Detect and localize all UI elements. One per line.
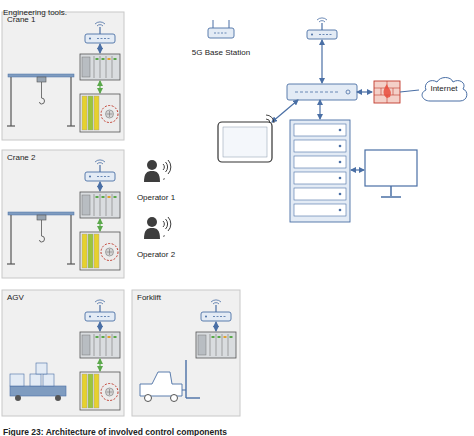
- base-station-icon: [208, 20, 234, 38]
- device-panel: Crane 1: [2, 12, 124, 140]
- forklift-panel-figure: [196, 332, 236, 358]
- firewall-icon: [374, 81, 400, 103]
- crane-panel-figure: [2, 150, 124, 278]
- base-station-icon: [213, 20, 214, 28]
- agv-panel-figure: [10, 386, 66, 396]
- server-icon: [339, 129, 342, 132]
- server-icon: [294, 124, 346, 136]
- server-icon: [339, 161, 342, 164]
- device-panel: AGV: [2, 290, 124, 416]
- forklift-panel-figure: [201, 300, 231, 321]
- figure-caption: Figure 23: Architecture of involved cont…: [3, 428, 227, 436]
- switch-icon: [287, 84, 357, 100]
- tablet-icon: [223, 127, 267, 157]
- switch-icon: [346, 90, 350, 94]
- server-icon: [294, 172, 346, 184]
- forklift-panel-figure: [186, 397, 200, 398]
- free-label: Operator 2: [137, 250, 175, 259]
- network-link: [400, 90, 419, 92]
- forklift-panel-figure: [140, 372, 182, 396]
- tablet-icon: [266, 115, 274, 123]
- switch-icon: [295, 92, 340, 93]
- crane-panel-figure: [2, 150, 124, 278]
- free-label: Operator 1: [137, 193, 175, 202]
- crane-panel-figure: [80, 160, 120, 270]
- server-icon: [294, 140, 346, 152]
- illustration: [307, 18, 337, 39]
- monitor-icon: [365, 150, 417, 186]
- node-label: Internet: [430, 84, 457, 93]
- crane-panel-figure: [7, 74, 75, 126]
- agv-panel-figure: [43, 374, 54, 386]
- device-panel: Forklift: [132, 290, 240, 416]
- agv-panel-figure: [36, 363, 47, 374]
- illustration: [144, 217, 171, 239]
- forklift-panel-figure: [185, 360, 186, 398]
- agv-panel-figure: [15, 395, 21, 401]
- base-station-icon: [229, 20, 230, 28]
- label-holder: Engineering tools.: [3, 1, 123, 19]
- illustration: [144, 160, 171, 182]
- network-link: [357, 91, 372, 92]
- crane-panel-figure: [80, 22, 120, 132]
- crane-panel-figure: [2, 12, 124, 140]
- server-icon: [339, 177, 342, 180]
- server-icon: [339, 145, 342, 148]
- agv-panel-figure: [2, 290, 124, 416]
- node-label: Forklift: [137, 293, 235, 302]
- firewall-icon: [384, 84, 391, 98]
- agv-panel-figure: [2, 290, 124, 416]
- node-label: AGV: [7, 293, 119, 302]
- forklift-panel-figure: [145, 395, 152, 402]
- network-link: [319, 100, 320, 119]
- tablet-icon: [218, 115, 274, 162]
- forklift-panel-figure: [182, 390, 186, 391]
- crane-panel-figure: [7, 212, 75, 264]
- firewall-icon: [381, 88, 382, 95]
- server-icon: [339, 193, 342, 196]
- server-icon: [290, 120, 350, 222]
- forklift-panel-figure: [215, 322, 216, 331]
- network-link: [272, 100, 298, 122]
- free-label: Engineering tools.: [3, 8, 67, 17]
- label-holder: 5G Base Station: [181, 41, 261, 59]
- switch-icon: [287, 84, 357, 100]
- cloud-outline: [422, 78, 467, 102]
- crane-panel-figure: [2, 12, 124, 140]
- server-icon: [294, 188, 346, 200]
- monitor-icon: [390, 186, 392, 196]
- cloud-node: Internet: [418, 74, 470, 104]
- monitor-icon: [365, 150, 417, 197]
- firewall-icon: [374, 81, 400, 103]
- forklift-panel-figure: [132, 290, 240, 416]
- server-icon: [294, 156, 346, 168]
- forklift-panel-figure: [171, 395, 178, 402]
- server-icon: [294, 204, 346, 216]
- base-station-icon: [214, 33, 228, 34]
- free-label: 5G Base Station: [192, 48, 250, 57]
- agv-panel-figure: [55, 395, 61, 401]
- node-label: Crane 2: [7, 153, 119, 162]
- agv-panel-figure: [30, 374, 41, 386]
- tablet-icon: [218, 122, 272, 162]
- monitor-icon: [381, 196, 401, 198]
- firewall-icon: [393, 88, 394, 95]
- forklift-panel-figure: [132, 290, 240, 416]
- network-link: [351, 169, 364, 170]
- server-icon: [339, 209, 342, 212]
- server-icon: [290, 120, 350, 222]
- device-panel: Crane 2: [2, 150, 124, 278]
- label-holder: Operator 2: [126, 243, 186, 261]
- label-holder: Figure 23: Architecture of involved cont…: [3, 421, 463, 436]
- network-link: [321, 40, 322, 83]
- agv-panel-figure: [10, 374, 24, 386]
- label-holder: Operator 1: [126, 186, 186, 204]
- agv-panel-figure: [80, 300, 120, 410]
- base-station-icon: [208, 28, 234, 38]
